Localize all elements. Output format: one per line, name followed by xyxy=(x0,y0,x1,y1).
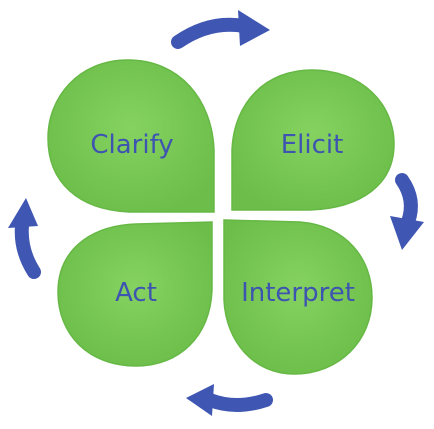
petal-label-clarify: Clarify xyxy=(90,130,173,160)
petal-elicit xyxy=(231,69,395,211)
arrow-top-right-icon xyxy=(171,10,270,49)
petal-act xyxy=(57,221,213,367)
arrow-right-down-icon xyxy=(390,173,424,250)
petal-label-elicit: Elicit xyxy=(281,130,344,160)
arrow-bottom-left-icon xyxy=(186,384,273,416)
petal-clarify xyxy=(47,59,215,213)
petal-label-act: Act xyxy=(115,278,157,308)
petal-label-interpret: Interpret xyxy=(241,278,355,308)
petal-interpret xyxy=(223,219,373,375)
arrow-left-up-icon xyxy=(8,198,41,279)
